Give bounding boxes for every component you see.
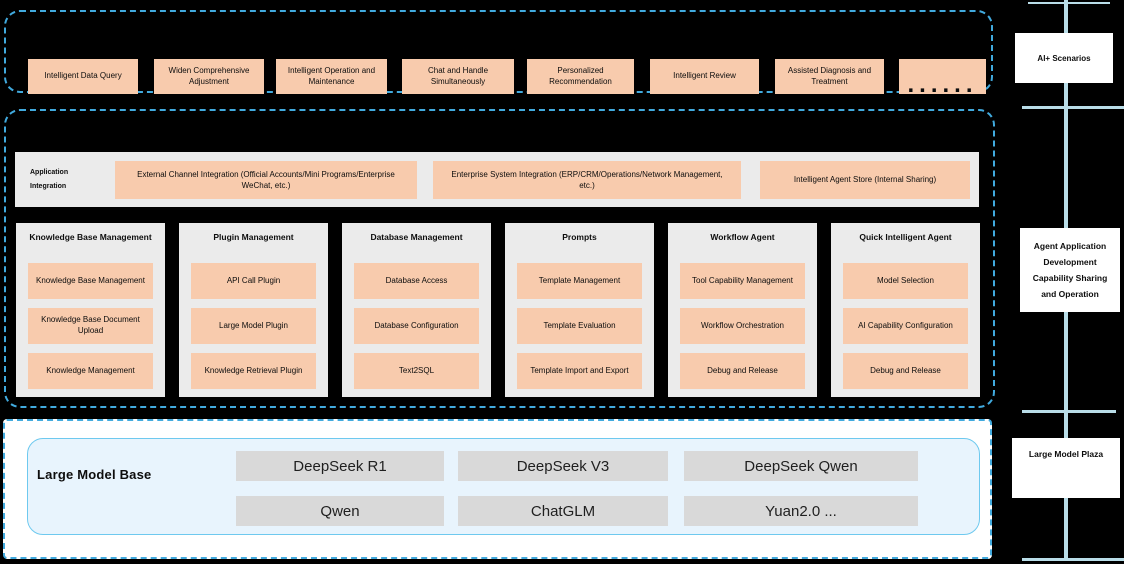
- layer-label-ai-scenarios: AI+ Scenarios: [1015, 33, 1113, 83]
- rail-tick: [1022, 106, 1124, 109]
- scenario-ellipsis-box: ......: [899, 59, 986, 98]
- scenario-box: Intelligent Operation and Maintenance: [276, 59, 387, 94]
- capability-column-workflow-agent: Workflow Agent Tool Capability Managemen…: [668, 223, 817, 397]
- scenario-box: Assisted Diagnosis and Treatment: [775, 59, 884, 94]
- capability-item: Large Model Plugin: [191, 308, 316, 344]
- model-box: ChatGLM: [458, 496, 668, 526]
- capability-column-database: Database Management Database Access Data…: [342, 223, 491, 397]
- capability-item: Database Configuration: [354, 308, 479, 344]
- large-model-base-label: Large Model Base: [37, 467, 152, 482]
- scenario-box: Intelligent Data Query: [28, 59, 138, 94]
- integration-item: External Channel Integration (Official A…: [115, 161, 417, 199]
- capability-item: API Call Plugin: [191, 263, 316, 299]
- column-title: Knowledge Base Management: [29, 232, 152, 242]
- capability-item: Workflow Orchestration: [680, 308, 805, 344]
- column-title: Prompts: [562, 232, 597, 242]
- integration-item: Intelligent Agent Store (Internal Sharin…: [760, 161, 970, 199]
- capability-item: Knowledge Base Document Upload: [28, 308, 153, 344]
- capability-item: Template Import and Export: [517, 353, 642, 389]
- capability-column-prompts: Prompts Template Management Template Eva…: [505, 223, 654, 397]
- capability-item: Debug and Release: [680, 353, 805, 389]
- capability-item: Knowledge Retrieval Plugin: [191, 353, 316, 389]
- model-box: Qwen: [236, 496, 444, 526]
- column-title: Database Management: [370, 232, 463, 242]
- rail-tick: [1022, 558, 1124, 561]
- capability-item: AI Capability Configuration: [843, 308, 968, 344]
- capability-column-quick-agent: Quick Intelligent Agent Model Selection …: [831, 223, 980, 397]
- column-title: Quick Intelligent Agent: [859, 232, 952, 242]
- capability-item: Text2SQL: [354, 353, 479, 389]
- scenario-box: Intelligent Review: [650, 59, 759, 94]
- capability-column-knowledge-base: Knowledge Base Management Knowledge Base…: [16, 223, 165, 397]
- scenario-box: Widen Comprehensive Adjustment: [154, 59, 264, 94]
- capability-item: Template Management: [517, 263, 642, 299]
- capability-item: Tool Capability Management: [680, 263, 805, 299]
- layer-label-agent-development: Agent Application Development Capability…: [1020, 228, 1120, 312]
- column-title: Workflow Agent: [710, 232, 775, 242]
- capability-item: Knowledge Management: [28, 353, 153, 389]
- application-integration-bar: Application Integration External Channel…: [15, 152, 979, 207]
- agent-platform-section: [4, 109, 995, 408]
- model-box: Yuan2.0 ...: [684, 496, 918, 526]
- capability-column-plugin: Plugin Management API Call Plugin Large …: [179, 223, 328, 397]
- model-box: DeepSeek Qwen: [684, 451, 918, 481]
- ellipsis-dots: ......: [907, 71, 978, 98]
- capability-item: Database Access: [354, 263, 479, 299]
- ai-scenarios-section: Intelligent Data Query Widen Comprehensi…: [4, 10, 993, 98]
- capability-item: Debug and Release: [843, 353, 968, 389]
- model-box: DeepSeek R1: [236, 451, 444, 481]
- column-title: Plugin Management: [213, 232, 294, 242]
- rail-tick: [1028, 2, 1110, 4]
- capability-item: Model Selection: [843, 263, 968, 299]
- model-box: DeepSeek V3: [458, 451, 668, 481]
- layer-label-model-plaza: Large Model Plaza: [1012, 438, 1120, 498]
- rail-tick: [1022, 410, 1116, 413]
- capability-item: Knowledge Base Management: [28, 263, 153, 299]
- application-integration-label: Application Integration: [30, 169, 69, 190]
- scenario-box: Chat and Handle Simultaneously: [402, 59, 514, 94]
- integration-item: Enterprise System Integration (ERP/CRM/O…: [433, 161, 741, 199]
- capability-item: Template Evaluation: [517, 308, 642, 344]
- scenario-box: Personalized Recommendation: [527, 59, 634, 94]
